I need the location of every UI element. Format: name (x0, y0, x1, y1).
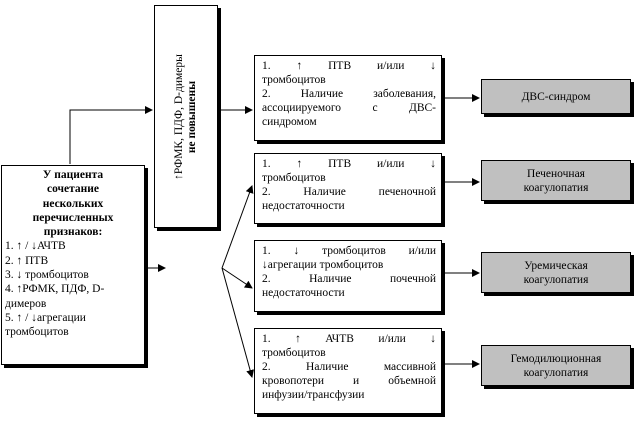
condition-line: 2. Наличие массивной (262, 361, 436, 373)
result-box-hemodilution-coagulopathy: Гемодилюционная коагулопатия (481, 345, 631, 386)
result-label: коагулопатия (523, 366, 589, 379)
condition-line: 1. ↑ ПТВ и/или ↓ (262, 158, 436, 170)
condition-box-uremic: 1. ↓ тромбоцитов и/или ↓агрегации тромбо… (254, 240, 442, 312)
sign-item: 3. ↓ тромбоцитов (5, 269, 89, 282)
result-label: Гемодилюционная (510, 352, 602, 365)
result-box-dic-syndrome: ДВС-синдром (481, 79, 631, 114)
condition-line: кровопотери и объемной (262, 375, 436, 387)
condition-line: ассоциируемого с ДВС- (262, 102, 436, 114)
patient-signs-title-line: сочетание (46, 183, 100, 196)
result-box-hepatic-coagulopathy: Печеночная коагулопатия (481, 160, 631, 201)
connector-fan-to-cond3 (221, 267, 253, 289)
condition-box-hepatic: 1. ↑ ПТВ и/или ↓ тромбоцитов 2. Наличие … (254, 153, 442, 224)
condition-box-hemodilution: 1. ↑ АЧТВ и/или ↓ тромбоцитов 2. Наличие… (254, 328, 442, 414)
sign-item: тромбоцитов (5, 326, 69, 339)
patient-signs-title-line: У пациента (42, 169, 104, 181)
condition-line: 2. Наличие заболевания, (262, 88, 436, 100)
patient-signs-title-line: нескольких (42, 197, 104, 210)
result-label: коагулопатия (523, 273, 589, 286)
condition-line: 2. Наличие печеночной (262, 186, 436, 198)
condition-line: тромбоцитов (262, 74, 326, 86)
markers-not-elevated-text: ↑РФМК, ПДФ, D-димеры не повышены (173, 54, 199, 180)
sign-item: 5. ↑ / ↓агрегации (5, 311, 86, 324)
condition-box-dic: 1. ↑ ПТВ и/или ↓ тромбоцитов 2. Наличие … (254, 55, 442, 141)
connector-fan-to-cond4 (221, 267, 254, 378)
condition-line: недостаточности (262, 287, 345, 299)
condition-line: синдромом (262, 116, 317, 128)
condition-line: ↓агрегации тромбоцитов (262, 259, 384, 271)
connector-left-to-vertical (69, 106, 153, 164)
patient-signs-box: У пациента сочетание нескольких перечисл… (1, 165, 145, 365)
result-label: Печеночная (527, 167, 585, 180)
sign-item: 1. ↑ / ↓АЧТВ (5, 240, 66, 253)
sign-item: 2. ↑ ПТВ (5, 254, 49, 267)
connector-fan-to-cond2 (221, 185, 254, 269)
condition-line: 1. ↑ АЧТВ и/или ↓ (262, 333, 436, 345)
condition-line: 2. Наличие почечной (262, 273, 436, 285)
patient-signs-title-line: признаков: (43, 226, 103, 239)
result-label: ДВС-синдром (521, 90, 591, 103)
condition-line: тромбоцитов (262, 347, 326, 359)
result-label: коагулопатия (523, 181, 589, 194)
condition-line: 1. ↑ ПТВ и/или ↓ (262, 60, 436, 72)
sign-item: 4. ↑РФМК, ПДФ, D- (5, 283, 105, 296)
patient-signs-title-line: перечисленных (32, 211, 114, 224)
condition-line: недостаточности (262, 200, 345, 212)
not-elevated-line: не повышены (186, 80, 199, 153)
condition-line: инфузии/трансфузии (262, 389, 365, 401)
condition-line: тромбоцитов (262, 172, 326, 184)
condition-line: 1. ↓ тромбоцитов и/или (262, 245, 436, 257)
markers-not-elevated-box: ↑РФМК, ПДФ, D-димеры не повышены (154, 5, 218, 228)
markers-line: ↑РФМК, ПДФ, D-димеры (173, 53, 186, 180)
result-label: Уремическая (524, 259, 588, 272)
result-box-uremic-coagulopathy: Уремическая коагулопатия (481, 252, 631, 293)
sign-item: димеров (5, 297, 47, 310)
